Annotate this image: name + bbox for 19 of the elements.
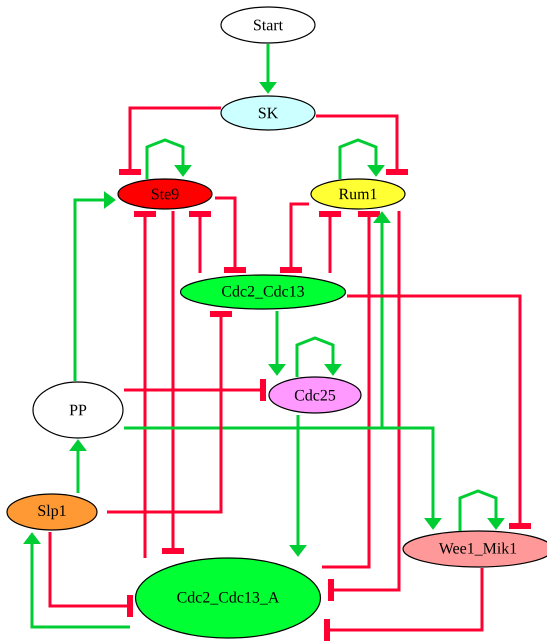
inhibition-line: [162, 211, 184, 554]
inhibition-line: [328, 211, 400, 601]
inhibition-line: [280, 202, 309, 273]
self-loop-arrow: [146, 138, 192, 179]
self-loop-arrow: [338, 138, 385, 179]
self-loop-arrow: [458, 489, 505, 531]
self-loop-arrow: [296, 336, 342, 377]
inhibition-line: [48, 532, 133, 617]
inhibition-line: [324, 568, 484, 641]
inhibition-line: [319, 211, 341, 273]
inhibition-line: [322, 211, 380, 568]
inhibition-line: [124, 379, 266, 401]
inhibition-line: [119, 106, 221, 175]
inhibition-line: [316, 114, 408, 175]
inhibition-line: [189, 211, 211, 273]
inhibition-line: [107, 311, 232, 514]
inhibition-line: [215, 196, 246, 273]
inhibition-line: [134, 211, 156, 558]
inhibition-line: [347, 294, 531, 529]
